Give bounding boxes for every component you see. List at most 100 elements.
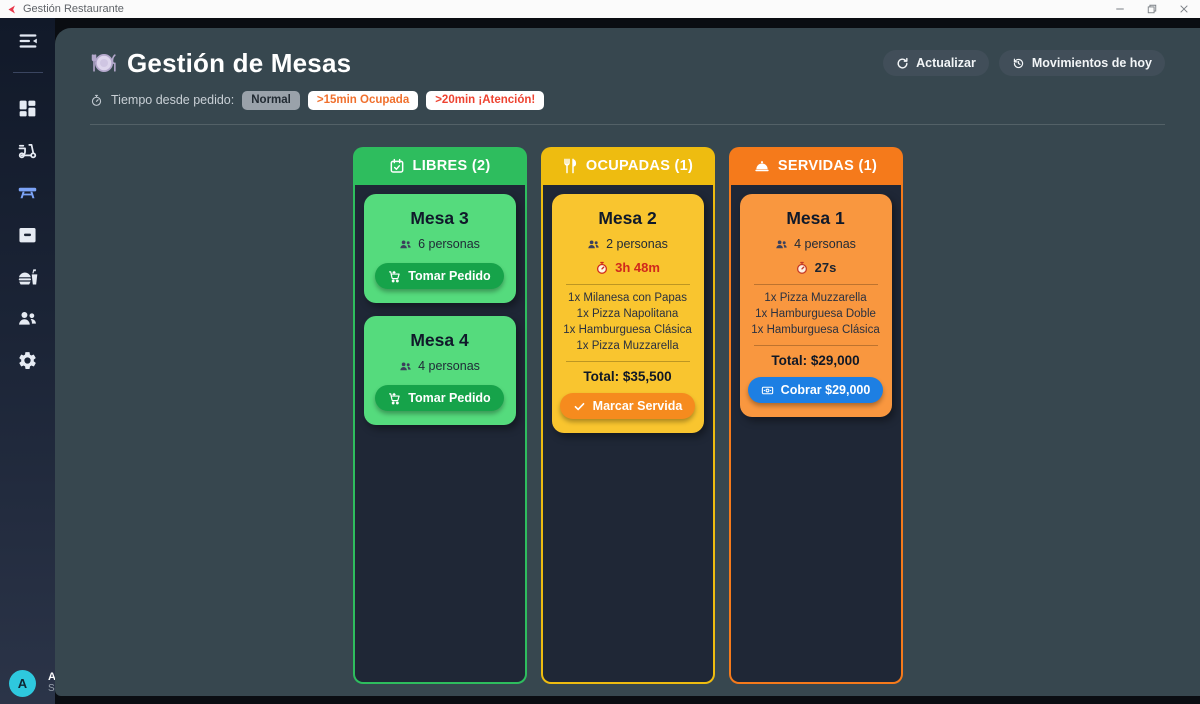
- stopwatch-icon: [90, 94, 103, 107]
- movements-label: Movimientos de hoy: [1031, 56, 1152, 70]
- order-items: 1x Pizza Muzzarella 1x Hamburguesa Doble 1…: [748, 292, 884, 337]
- order-item: 1x Pizza Muzzarella: [764, 292, 867, 304]
- minimize-button[interactable]: [1104, 0, 1136, 18]
- column-body-ocupadas: Mesa 2 2 personas 3h 48m 1x Milanesa con Pa…: [540, 185, 715, 684]
- refresh-label: Actualizar: [916, 56, 976, 70]
- cart-icon: [388, 270, 401, 283]
- people-icon: [587, 238, 600, 251]
- app-logo-icon: [6, 4, 17, 15]
- order-item: 1x Hamburguesa Clásica: [751, 324, 880, 336]
- window-controls: [1104, 0, 1200, 18]
- table-name: Mesa 4: [410, 330, 469, 350]
- maximize-button[interactable]: [1136, 0, 1168, 18]
- order-total: Total: $29,000: [771, 353, 860, 368]
- mark-served-button[interactable]: Marcar Servida: [559, 393, 696, 419]
- legend-badge-occupied: >15min Ocupada: [307, 90, 419, 110]
- refresh-icon: [896, 57, 909, 70]
- cloche-icon: [754, 158, 770, 174]
- card-divider: [565, 361, 690, 362]
- people-icon: [775, 238, 788, 251]
- gear-icon: [17, 350, 38, 371]
- table-persons: 2 personas: [560, 236, 696, 252]
- sidebar-item-food-orders[interactable]: [0, 255, 55, 297]
- charge-button[interactable]: Cobrar $29,000: [747, 377, 884, 403]
- inventory-icon: [17, 224, 38, 245]
- column-header-servidas: SERVIDAS (1): [728, 147, 903, 185]
- sidebar-divider: [12, 72, 43, 73]
- sidebar-item-delivery[interactable]: [0, 129, 55, 171]
- refresh-button[interactable]: Actualizar: [883, 50, 989, 76]
- sidebar-user[interactable]: A A S: [0, 669, 58, 699]
- sidebar-user-text: A S: [48, 671, 58, 694]
- sidebar-item-staff[interactable]: [0, 297, 55, 339]
- column-header-ocupadas: OCUPADAS (1): [540, 147, 715, 185]
- table-persons: 6 personas: [372, 236, 508, 252]
- page-title-group: Gestión de Mesas: [90, 48, 351, 79]
- stopwatch-icon: [795, 261, 809, 275]
- movements-button[interactable]: Movimientos de hoy: [998, 50, 1165, 76]
- window-title: Gestión Restaurante: [23, 3, 124, 15]
- legend-label: Tiempo desde pedido:: [111, 93, 235, 107]
- avatar[interactable]: A: [9, 670, 36, 697]
- sidebar-nav: [0, 87, 55, 381]
- scooter-icon: [17, 140, 38, 161]
- table-persons: 4 personas: [748, 236, 884, 252]
- table-name: Mesa 2: [598, 208, 657, 228]
- check-icon: [573, 400, 586, 413]
- card-divider: [753, 284, 878, 285]
- cart-icon: [388, 392, 401, 405]
- column-header-libres: LIBRES (2): [352, 147, 527, 185]
- table-icon: [17, 182, 38, 203]
- table-name: Mesa 3: [410, 208, 469, 228]
- table-name: Mesa 1: [786, 208, 845, 228]
- page-title: Gestión de Mesas: [127, 47, 352, 78]
- column-ocupadas: OCUPADAS (1) Mesa 2 2 personas 3h 48m 1x Mil…: [540, 147, 715, 684]
- legend-badge-attention: >20min ¡Atención!: [426, 90, 545, 110]
- panel-header: Gestión de Mesas Actualizar Movimientos …: [90, 44, 1165, 82]
- card-divider: [565, 284, 690, 285]
- header-actions: Actualizar Movimientos de hoy: [883, 50, 1165, 76]
- column-title: SERVIDAS (1): [777, 158, 878, 174]
- sidebar: A A S: [0, 18, 58, 704]
- sidebar-item-dashboard[interactable]: [0, 87, 55, 129]
- take-order-button[interactable]: Tomar Pedido: [375, 385, 504, 411]
- calendar-check-icon: [389, 158, 405, 174]
- column-title: LIBRES (2): [412, 158, 491, 174]
- titlebar: Gestión Restaurante: [0, 0, 1200, 18]
- sidebar-user-subtitle: S: [48, 683, 55, 694]
- order-total: Total: $35,500: [583, 369, 672, 384]
- sidebar-item-inventory[interactable]: [0, 213, 55, 255]
- order-item: 1x Hamburguesa Doble: [755, 308, 876, 320]
- dashboard-icon: [17, 98, 38, 119]
- banknote-icon: [761, 384, 774, 397]
- menu-toggle-button[interactable]: [13, 28, 43, 54]
- time-legend: Tiempo desde pedido: Normal >15min Ocupa…: [90, 90, 1165, 110]
- card-divider: [753, 345, 878, 346]
- table-card-mesa-2: Mesa 2 2 personas 3h 48m 1x Milanesa con Pa…: [551, 194, 704, 433]
- sidebar-item-tables[interactable]: [0, 171, 55, 213]
- order-item: 1x Pizza Napolitana: [576, 308, 679, 320]
- header-divider: [90, 124, 1165, 125]
- menu-fold-icon: [17, 30, 39, 52]
- order-item: 1x Pizza Muzzarella: [576, 340, 679, 352]
- order-item: 1x Hamburguesa Clásica: [563, 324, 692, 336]
- food-icon: [17, 266, 38, 287]
- take-order-button[interactable]: Tomar Pedido: [375, 263, 504, 289]
- close-button[interactable]: [1168, 0, 1200, 18]
- users-icon: [17, 308, 38, 329]
- app-body: A A S Gest: [0, 18, 1200, 704]
- people-icon: [399, 360, 412, 373]
- table-persons: 4 personas: [372, 358, 508, 374]
- main-panel: Gestión de Mesas Actualizar Movimientos …: [55, 28, 1200, 696]
- people-icon: [399, 238, 412, 251]
- table-timer: 3h 48m: [560, 259, 696, 276]
- sidebar-item-settings[interactable]: [0, 339, 55, 381]
